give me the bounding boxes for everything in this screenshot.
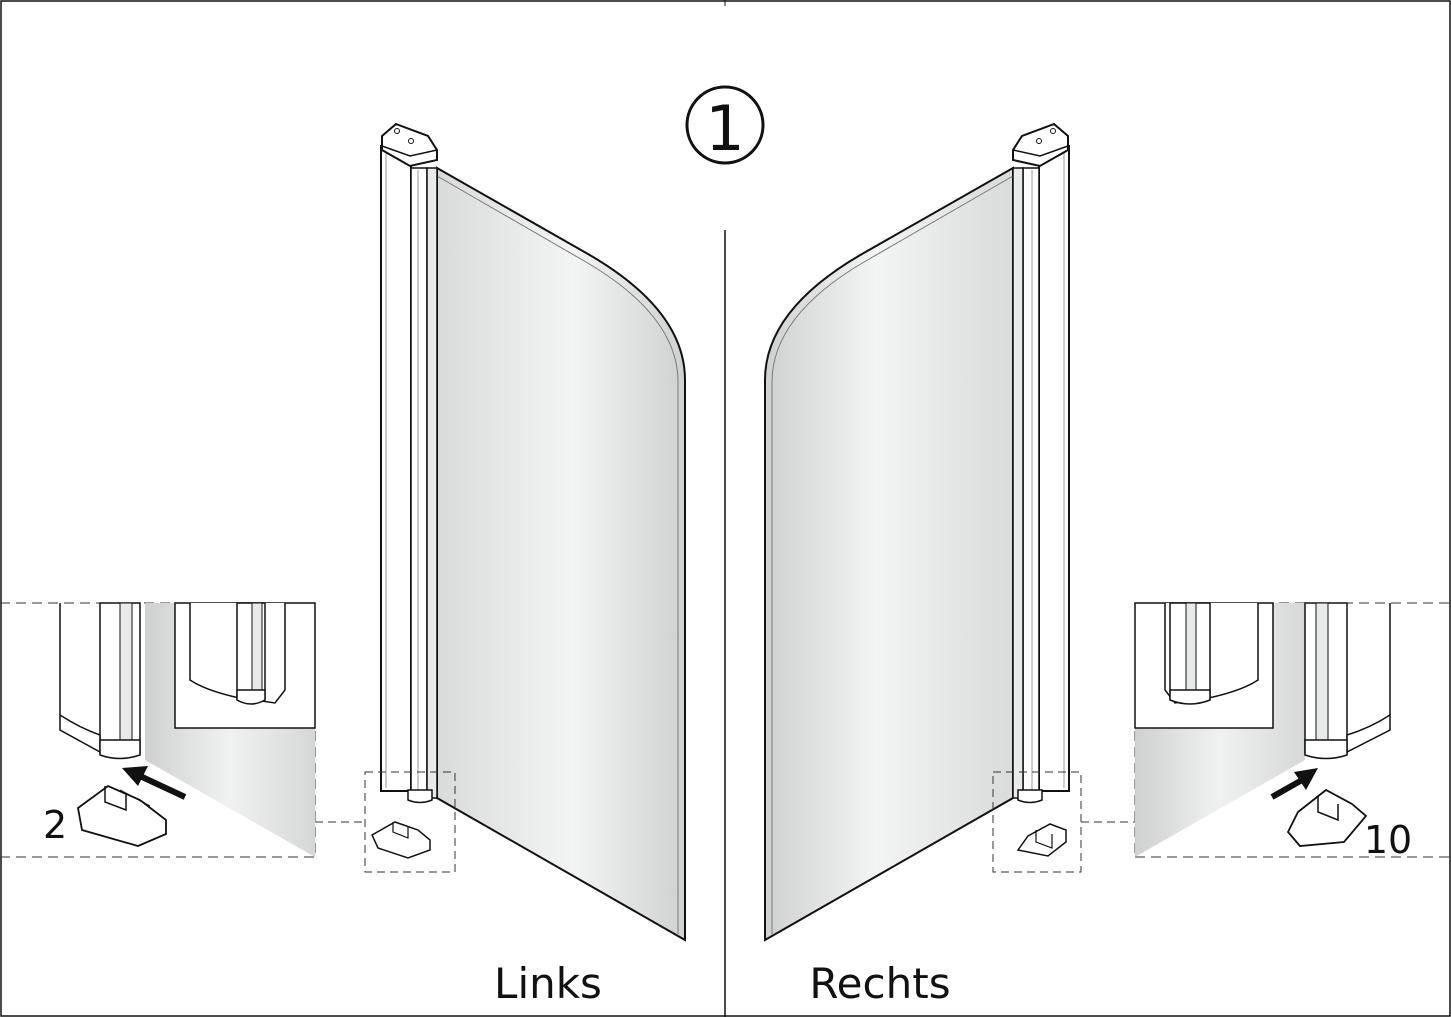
right-glass-pane <box>764 166 1014 942</box>
left-top-hinge <box>381 122 438 168</box>
left-label: Links <box>494 959 602 1008</box>
right-glass-edge <box>771 175 1014 934</box>
left-panel: 2 Links <box>0 122 686 1008</box>
step-number: 1 <box>705 92 744 165</box>
left-insert-arrow-icon <box>122 766 187 800</box>
left-glass-pane <box>436 166 686 942</box>
left-profile-seal <box>426 167 438 799</box>
left-glass-edge <box>436 175 679 934</box>
left-part-number: 2 <box>43 803 67 847</box>
right-zoom-detail: 10 <box>1134 602 1451 862</box>
right-foot-part <box>1016 823 1067 857</box>
left-zoom-detail: 2 <box>0 602 316 858</box>
left-profile-inner <box>410 167 428 792</box>
right-foot-part-large <box>1286 788 1368 847</box>
right-bottom-cap <box>1017 789 1043 804</box>
right-profile-seal <box>1012 167 1024 799</box>
right-insert-arrow-icon <box>1270 768 1318 800</box>
left-detail-marker <box>364 771 456 873</box>
left-foot-part <box>371 821 431 859</box>
right-top-hinge <box>1012 122 1069 168</box>
right-profile-inner <box>1022 167 1040 792</box>
step-number-badge: 1 <box>685 85 765 165</box>
left-foot-part-large <box>77 784 167 847</box>
right-label: Rechts <box>809 959 950 1008</box>
left-bottom-cap <box>407 789 433 804</box>
right-panel: 10 Rechts <box>764 122 1451 1008</box>
right-part-number: 10 <box>1364 818 1412 862</box>
